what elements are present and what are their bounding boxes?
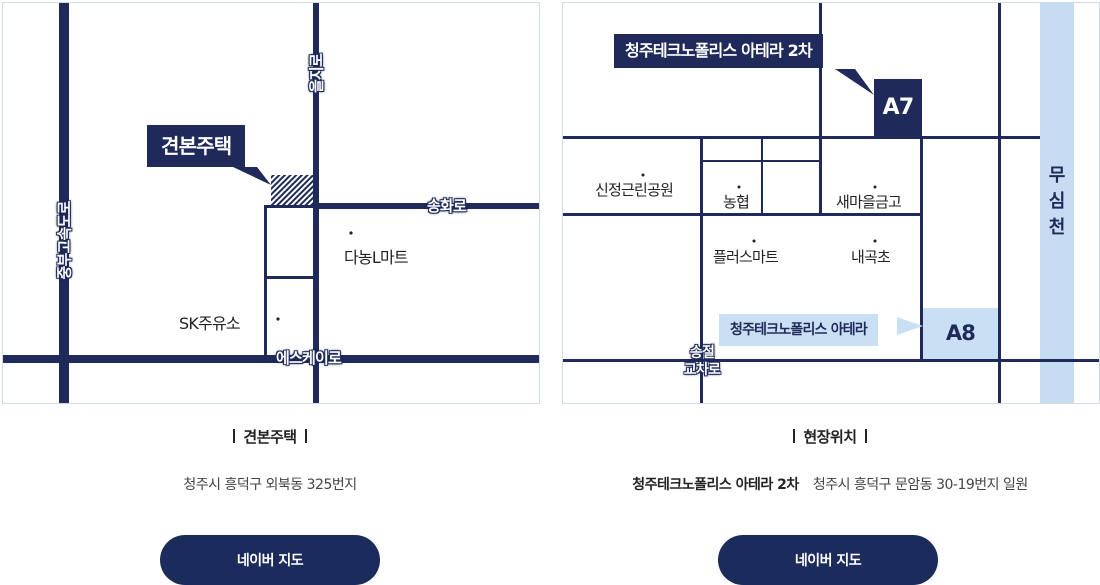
poi-saemaeul: 새마을금고 xyxy=(836,193,902,211)
block-a7 xyxy=(874,79,922,136)
road-label-esk: 에스케이로 xyxy=(276,349,342,367)
caption-text: 현장위치 xyxy=(803,428,857,446)
junction-line: 송절 xyxy=(689,345,715,361)
caption-bar xyxy=(793,429,796,443)
model-house-caption: 견본주택 xyxy=(0,426,540,447)
site-caption: 현장위치 xyxy=(560,426,1100,447)
caption-text: 견본주택 xyxy=(243,428,297,446)
block-a8 xyxy=(923,308,998,359)
block-outline xyxy=(264,276,316,279)
road-label-songhwa: 송화로 xyxy=(427,197,467,215)
a7-label: A7 xyxy=(882,95,915,120)
poi-park: 신정근린공원 xyxy=(595,181,674,199)
poi-dot xyxy=(752,239,756,243)
road-label-eulji: 을지로 xyxy=(307,54,326,94)
stream-musim xyxy=(1040,3,1074,403)
model-house-panel: 중부고속도로 을지로 송화로 에스케이로 다농L마트 SK주유소 견본주택 견본… xyxy=(0,0,540,585)
stream-char: 천 xyxy=(1048,217,1066,238)
model-house-address: 청주시 흥덕구 외북동 325번지 xyxy=(183,477,357,493)
caption-bar xyxy=(304,429,307,443)
stream-char: 무 xyxy=(1048,165,1066,186)
caption-bar xyxy=(233,429,236,443)
site-location-panel: 무 심 천 xyxy=(560,0,1100,585)
poi-dot xyxy=(641,173,645,177)
junction-label: 송절 교차로 xyxy=(677,345,727,379)
model-house-tag: 견본주택 xyxy=(147,125,246,167)
site-location-map-roads xyxy=(563,3,1099,403)
road-jungbu xyxy=(59,3,69,403)
road-line xyxy=(563,136,1040,139)
naver-map-button[interactable]: 네이버 지도 xyxy=(718,535,938,585)
model-house-site xyxy=(271,175,313,205)
site-a7-tag: 청주테크노폴리스 아테라 2차 xyxy=(614,34,823,68)
site-location-map: 무 심 천 xyxy=(562,2,1100,404)
junction-line: 교차로 xyxy=(683,362,721,378)
stream-char: 심 xyxy=(1048,191,1066,212)
poi-nonghyup: 농협 xyxy=(723,193,750,211)
tag-pointer xyxy=(897,317,923,335)
road-line xyxy=(920,136,923,362)
poi-dot xyxy=(276,317,280,321)
road-label-jungbu: 중부고속도로 xyxy=(55,201,74,280)
stream-label: 무 심 천 xyxy=(1040,163,1074,241)
poi-plus: 플러스마트 xyxy=(713,248,779,266)
poi-dot xyxy=(873,185,877,189)
site-a8-tag: 청주테크노폴리스 아테라 xyxy=(719,314,878,346)
road-line xyxy=(563,213,923,216)
road-line xyxy=(998,3,1001,403)
site-address: 청주테크노폴리스 아테라 2차 청주시 흥덕구 문암동 30-19번지 일원 xyxy=(560,474,1100,494)
poi-danong: 다농L마트 xyxy=(344,248,409,267)
road-line xyxy=(761,136,763,216)
road-songhwa xyxy=(316,203,539,209)
caption-bar xyxy=(864,429,867,443)
road-line xyxy=(563,359,1099,362)
naver-map-button[interactable]: 네이버 지도 xyxy=(160,535,380,585)
road-line xyxy=(700,136,703,403)
site-name: 청주테크노폴리스 아테라 2차 xyxy=(632,477,799,493)
block-outline xyxy=(264,205,316,208)
a8-label: A8 xyxy=(945,321,976,345)
site-address-text: 청주시 흥덕구 문암동 30-19번지 일원 xyxy=(812,477,1028,493)
poi-naegok: 내곡초 xyxy=(851,248,891,266)
block-outline xyxy=(264,205,267,357)
poi-dot xyxy=(873,239,877,243)
model-house-map-roads xyxy=(3,3,539,403)
poi-dot xyxy=(349,231,353,235)
poi-dot xyxy=(737,185,741,189)
poi-sk: SK주유소 xyxy=(179,314,241,333)
model-house-map: 중부고속도로 을지로 송화로 에스케이로 다농L마트 SK주유소 견본주택 xyxy=(2,2,540,404)
road-esk xyxy=(3,355,539,363)
tag-pointer xyxy=(835,69,874,95)
road-line xyxy=(819,3,822,216)
